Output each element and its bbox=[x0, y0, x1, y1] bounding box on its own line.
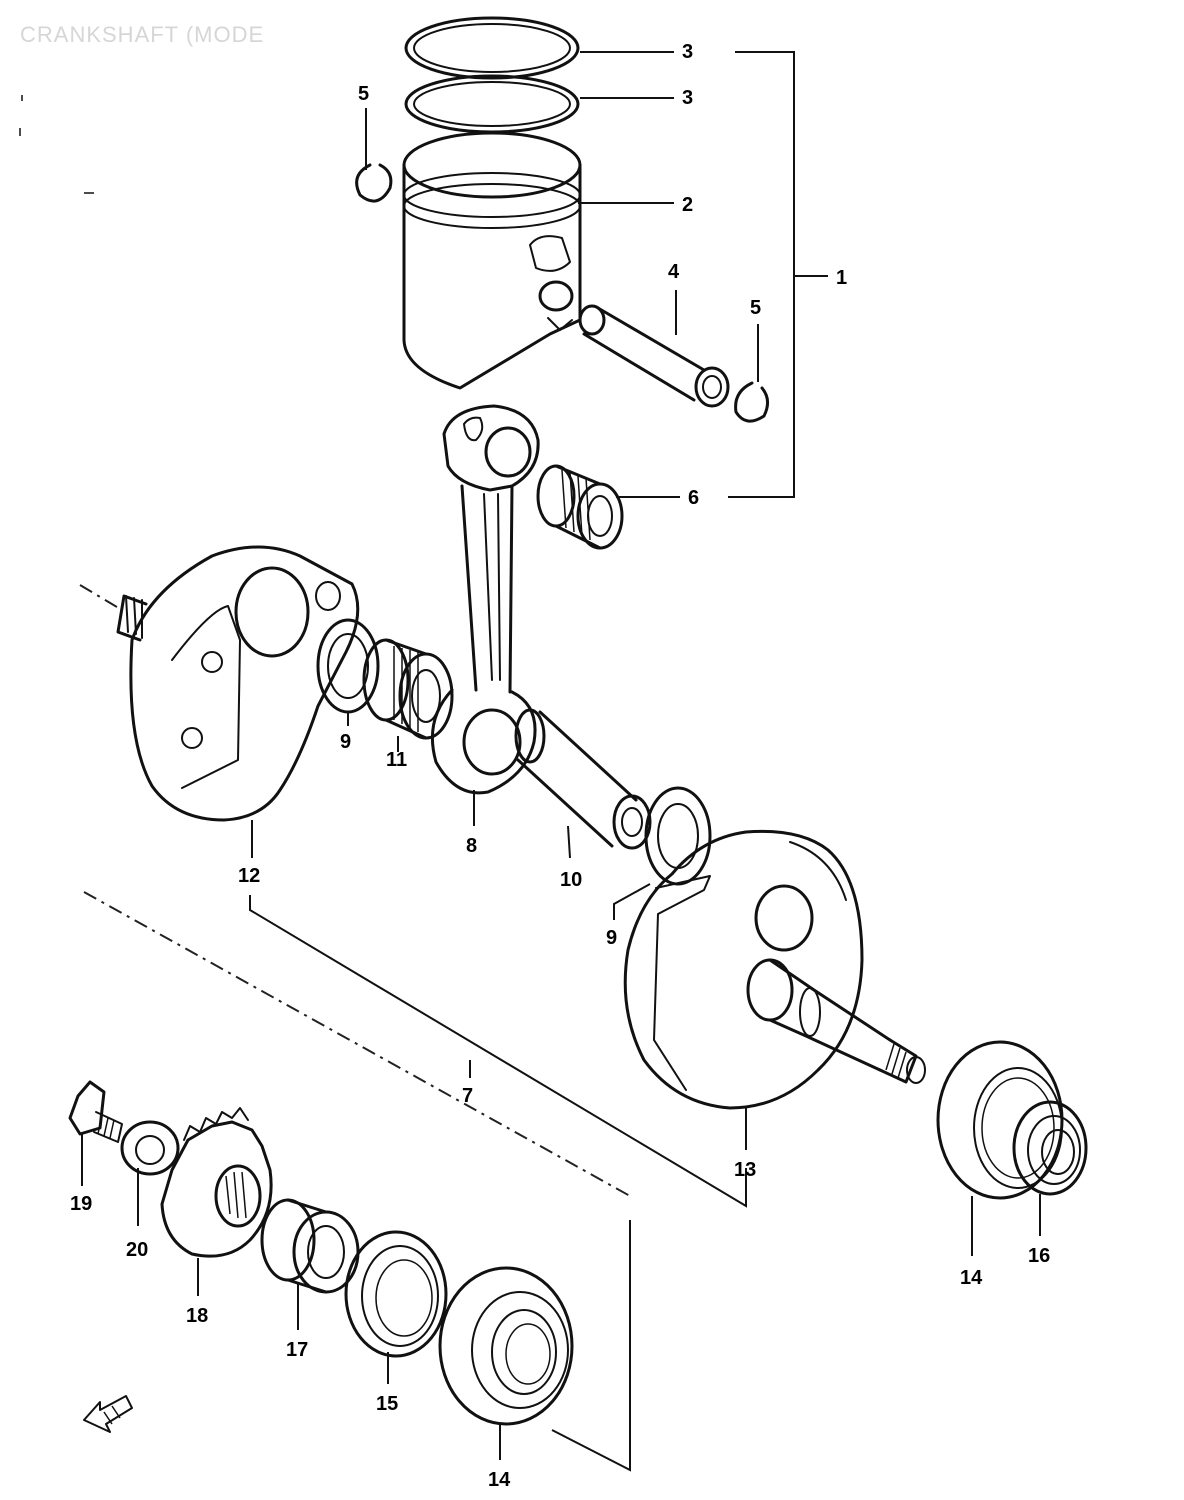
crank-nut bbox=[68, 1080, 123, 1143]
crankshaft-left-half bbox=[79, 545, 360, 822]
circlip-right bbox=[734, 381, 769, 423]
callout-2: 2 bbox=[682, 194, 693, 216]
callout-1: 1 bbox=[836, 267, 847, 289]
callout-8: 8 bbox=[466, 835, 477, 857]
callout-20: 20 bbox=[126, 1239, 148, 1261]
oil-seal-left bbox=[344, 1230, 448, 1358]
thrust-washer-right bbox=[644, 786, 712, 886]
connecting-rod bbox=[430, 404, 540, 795]
needle-bearing-big-end bbox=[362, 638, 454, 740]
thrust-washer-left bbox=[316, 618, 380, 714]
callout-9-left: 9 bbox=[340, 731, 351, 753]
callout-7: 7 bbox=[462, 1085, 473, 1107]
bracket-crankshaft-assembly bbox=[249, 895, 747, 1472]
callout-13: 13 bbox=[734, 1159, 756, 1181]
callout-4: 4 bbox=[668, 261, 680, 283]
piston-ring-upper bbox=[404, 16, 580, 80]
bracket-piston-assembly bbox=[728, 51, 828, 498]
washer bbox=[120, 1120, 180, 1176]
callout-17: 17 bbox=[286, 1339, 308, 1361]
bearing-right bbox=[936, 1040, 1064, 1200]
piston-pin bbox=[578, 304, 730, 408]
scan-specks bbox=[19, 95, 94, 194]
spacer bbox=[260, 1198, 360, 1294]
callout-12: 12 bbox=[238, 865, 260, 887]
callout-18: 18 bbox=[186, 1305, 208, 1327]
callout-15: 15 bbox=[376, 1393, 398, 1415]
needle-bearing-small-end bbox=[536, 464, 624, 550]
bearing-left bbox=[438, 1266, 574, 1426]
callout-5-right: 5 bbox=[750, 297, 761, 319]
callout-14-left: 14 bbox=[488, 1469, 511, 1491]
leader-lines bbox=[81, 51, 1041, 1460]
callout-5-left: 5 bbox=[358, 83, 369, 105]
piston-ring-lower bbox=[404, 74, 580, 134]
callout-16: 16 bbox=[1028, 1245, 1050, 1267]
callout-6: 6 bbox=[688, 487, 699, 509]
primary-drive-gear bbox=[160, 1107, 273, 1258]
callout-11: 11 bbox=[386, 749, 407, 771]
piston bbox=[402, 131, 582, 390]
callout-10: 10 bbox=[560, 869, 582, 891]
front-arrow-icon bbox=[83, 1395, 133, 1433]
circlip-left bbox=[355, 163, 393, 203]
callout-19: 19 bbox=[70, 1193, 92, 1215]
callout-14-right: 14 bbox=[960, 1267, 983, 1289]
callout-3-lower: 3 bbox=[682, 87, 693, 109]
crank-pin bbox=[514, 708, 652, 850]
crankshaft-right-half bbox=[623, 829, 926, 1110]
oil-seal-right bbox=[1012, 1100, 1088, 1196]
crank-axis-line bbox=[83, 891, 631, 1197]
callout-3-upper: 3 bbox=[682, 41, 693, 63]
callout-9-right: 9 bbox=[606, 927, 617, 949]
faint-title: CRANKSHAFT (MODE bbox=[20, 22, 264, 47]
callout-labels: 3 3 5 2 1 4 5 6 9 11 8 10 9 12 7 13 14 1… bbox=[70, 41, 1050, 1491]
